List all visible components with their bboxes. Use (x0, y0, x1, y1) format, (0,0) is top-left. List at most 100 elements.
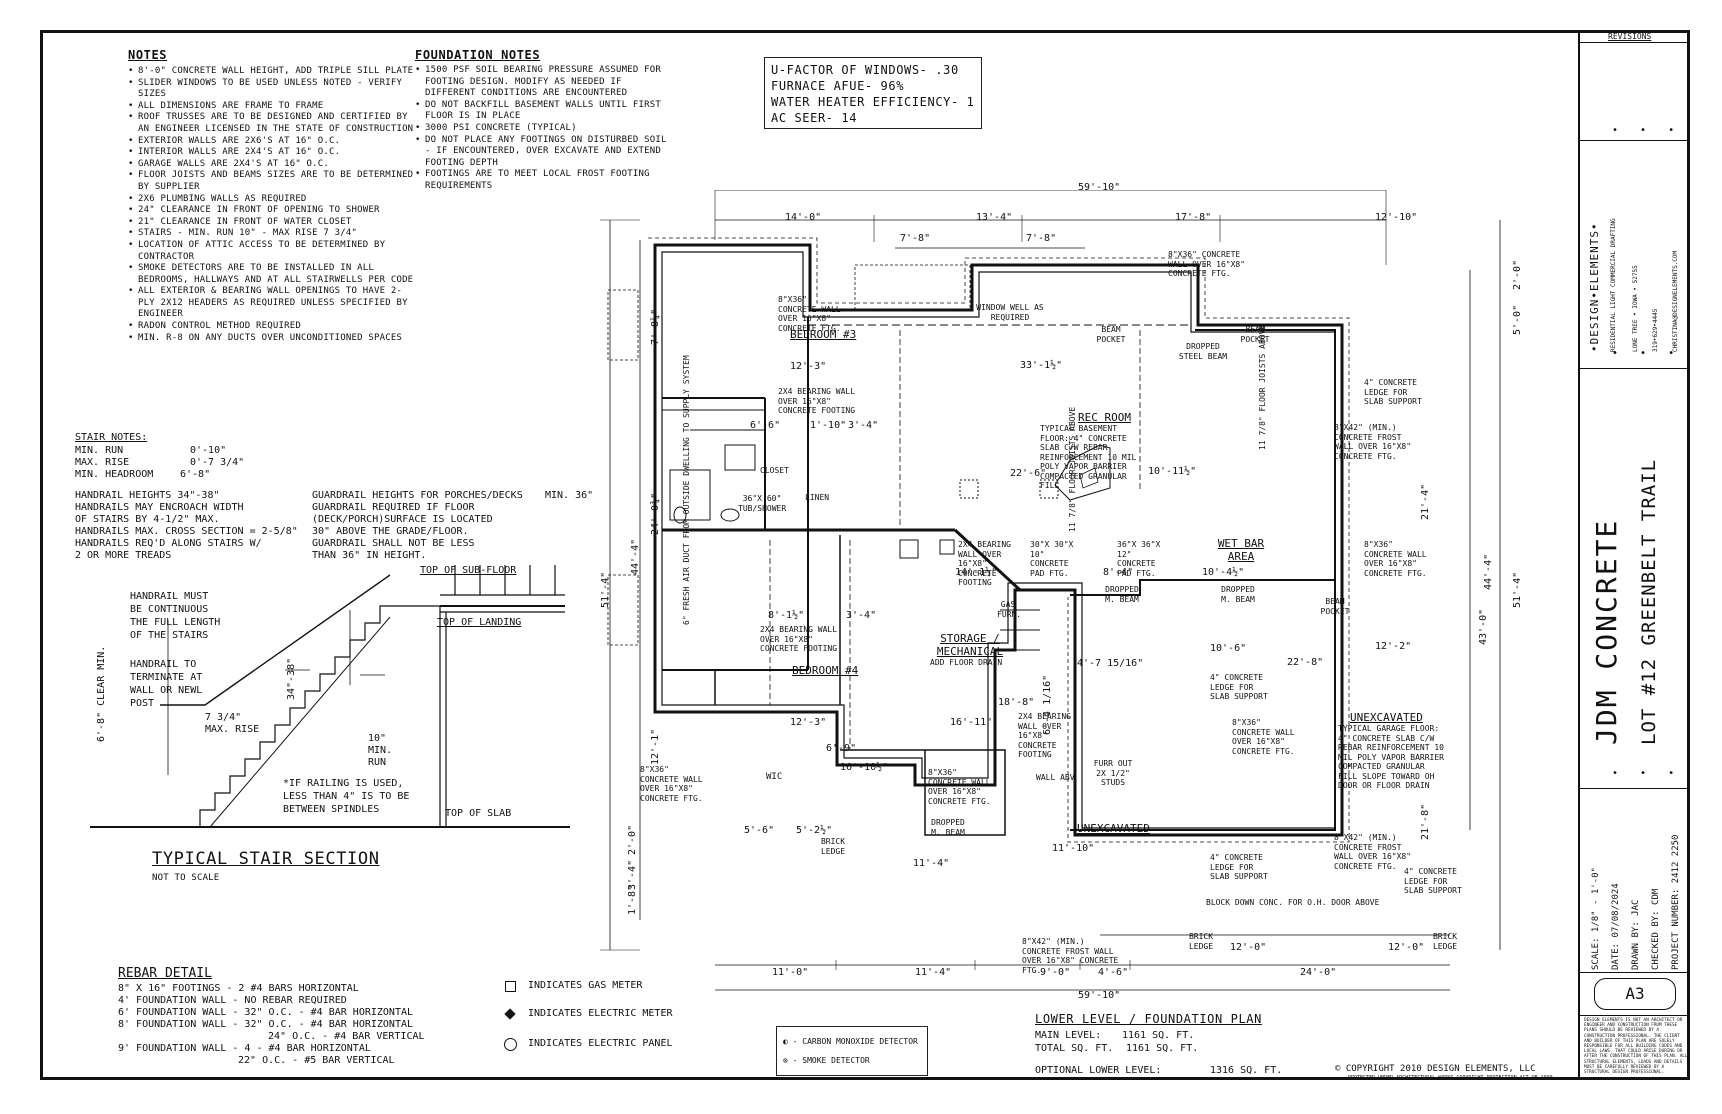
top-sub-floor-label: TOP OF SUB-FLOOR (420, 565, 517, 576)
dim-interior: 10'-11½" (1148, 466, 1197, 477)
top-slab-label: TOP OF SLAB (445, 808, 512, 819)
room-rec-room: REC ROOM (1078, 411, 1131, 424)
plan-title: LOWER LEVEL / FOUNDATION PLAN (1035, 1012, 1262, 1026)
storage-note: ADD FLOOR DRAIN (930, 658, 1003, 667)
firm-city: LONE TREE • IOWA • 52755 (1632, 265, 1639, 352)
electric-meter-legend: INDICATES ELECTRIC METER (528, 1008, 673, 1019)
rebar-line: 4' FOUNDATION WALL - NO REBAR REQUIRED (118, 995, 347, 1006)
footing-note-top: 8"x36" CONCRETE WALL OVER 16"x8" CONCRET… (1168, 250, 1246, 278)
energy-line-3: WATER HEATER EFFICIENCY- 1 (771, 95, 975, 109)
dim-bottom-seg-1: 11'-0" (772, 967, 809, 978)
rebar-line: 8" X 16" FOOTINGS - 2 #4 BARS HORIZONTAL (118, 983, 359, 994)
dim-bottom-seg-3: 9'-0" (1040, 967, 1071, 978)
note-item: SMOKE DETECTORS ARE TO BE INSTALLED IN A… (128, 263, 418, 286)
divider (1580, 1015, 1690, 1016)
dim-left-seg-4: 2'-0" (627, 824, 638, 855)
note-item: FLOOR JOISTS AND BEAMS SIZES ARE TO BE D… (128, 170, 418, 193)
notes-list: 8'-0" CONCRETE WALL HEIGHT, ADD TRIPLE S… (128, 66, 418, 344)
footing-note-storage: 8"x36" CONCRETE WALL OVER 16"x8" CONCRET… (1232, 718, 1295, 756)
foundation-note-item: DO NOT PLACE ANY FOOTINGS ON DISTURBED S… (415, 135, 670, 170)
brick-ledge-3: BRICK LEDGE (1432, 932, 1458, 951)
unexcavated-right-note: TYPICAL GARAGE FLOOR: 4" CONCRETE SLAB c… (1338, 724, 1444, 790)
stair-min-run-value: 0'-10" (190, 445, 227, 456)
bearing-wall-note-bed4: 2x4 BEARING WALL OVER 16"x8" CONCRETE FO… (760, 625, 838, 653)
dim-left-inner: 44'-4" (630, 538, 641, 575)
note-item: ALL EXTERIOR & BEARING WALL OPENINGS TO … (128, 286, 418, 321)
project-lot: LOT #12 GREENBELT TRAIL (1638, 458, 1660, 745)
foundation-note-item: FOOTINGS ARE TO MEET LOCAL FROST FOOTING… (415, 169, 670, 192)
dim-right-inner: 44'-4" (1483, 553, 1494, 590)
notes-heading: NOTES (128, 48, 168, 62)
note-item: EXTERIOR WALLS ARE 2x6'S AT 16" O.C. (128, 136, 418, 148)
energy-line-1: U-FACTOR OF WINDOWS- .30 (771, 63, 959, 77)
bearing-wall-note-rec: 2x4 BEARING WALL OVER 16"x8" CONCRETE FO… (958, 540, 1011, 587)
dim-interior: 6'-6" (750, 420, 781, 431)
dropped-m-beam-2: DROPPED M. BEAM (1221, 585, 1255, 604)
divider (1580, 788, 1690, 789)
max-rise-dimension: 7 3/4" MAX. RISE (205, 712, 260, 735)
dim-interior: 4'-7 15/16" (1077, 658, 1144, 669)
block-down-note: BLOCK DOWN CONC. FOR O.H. DOOR ABOVE (1206, 898, 1380, 907)
dim-interior: 11'-10" (1052, 843, 1095, 854)
brick-ledge-2: BRICK LEDGE (1188, 932, 1214, 951)
bearing-wall-note-storage: 2x4 BEARING WALL OVER 16"x8" CONCRETE FO… (1018, 712, 1071, 759)
footing-note-bottom: 8"x36" CONCRETE WALL OVER 16"x8" CONCRET… (928, 768, 991, 806)
guardrail-note: GUARDRAIL SHALL NOT BE LESS (312, 538, 475, 549)
dim-interior: 22'-6" (1010, 468, 1047, 479)
gas-meter-legend: INDICATES GAS METER (528, 980, 643, 991)
dim-interior: 14'-1½" (955, 567, 998, 578)
note-item: 2x6 PLUMBING WALLS AS REQUIRED (128, 194, 418, 206)
dim-interior: 12'-3" (790, 361, 827, 372)
smoke-detector-legend: ⊗ - SMOKE DETECTOR (783, 1056, 870, 1065)
pad-footing-1: 30"x 30"x 10" CONCRETE PAD FTG. (1030, 540, 1074, 578)
foundation-notes-heading: FOUNDATION NOTES (415, 48, 541, 62)
scale-field: SCALE: 1/8" - 1'-0" (1591, 867, 1601, 970)
clear-min-dimension: 6'-8" CLEAR MIN. (96, 645, 107, 742)
revisions-header (1580, 30, 1690, 43)
optional-lower-value: 1316 SQ. FT. (1210, 1065, 1283, 1076)
co-detector-legend: ◐ - CARBON MONOXIDE DETECTOR (783, 1037, 918, 1046)
disclaimer: DESIGN ELEMENTS IS NOT AN ARCHITECT OR E… (1584, 1018, 1688, 1076)
checked-by-field: CHECKED BY: CDM (1651, 888, 1661, 970)
dim-top-seg-3: 17'-8" (1175, 212, 1212, 223)
rebar-lines: 8" X 16" FOOTINGS - 2 #4 BARS HORIZONTAL… (118, 983, 425, 1067)
dim-left-seg-1: 7'-8¼" (650, 308, 661, 345)
handrail-note: 2 OR MORE TREADS (75, 550, 172, 561)
optional-lower-label: OPTIONAL LOWER LEVEL: (1035, 1065, 1162, 1076)
dropped-m-beam-1: DROPPED M. BEAM (1105, 585, 1139, 604)
room-bedroom-4: BEDROOM #4 (792, 664, 859, 677)
date-field: DATE: 07/08/2024 (1611, 883, 1621, 970)
handrail-must-note: HANDRAIL MUST BE CONTINUOUS THE FULL LEN… (130, 591, 221, 641)
dim-left-seg-3: 12'-1" (650, 728, 661, 765)
gas-furnace-label: GAS FURN. (997, 600, 1022, 619)
dropped-m-beam-3: DROPPED M. BEAM (931, 818, 965, 837)
foundation-note-item: DO NOT BACKFILL BASEMENT WALLS UNTIL FIR… (415, 100, 670, 123)
note-item: SLIDER WINDOWS TO BE USED UNLESS NOTED -… (128, 78, 418, 101)
guardrail-note: 30" ABOVE THE GRADE/FLOOR. (312, 526, 469, 537)
foundation-plan-drawing (600, 190, 1501, 991)
rebar-heading: REBAR DETAIL (118, 966, 212, 981)
handrail-note: HANDRAILS MAX. CROSS SECTION = 2-5/8" (75, 526, 298, 537)
tub-shower-label: 36"x 60" TUB/SHOWER (738, 494, 787, 513)
stair-section-title: TYPICAL STAIR SECTION (152, 849, 380, 869)
stair-max-rise-value: 0'-7 3/4" (190, 457, 245, 468)
foundation-notes-list: 1500 PSF SOIL BEARING PRESSURE ASSUMED F… (415, 65, 670, 193)
dim-interior: 21'-4" (1420, 483, 1431, 520)
stair-min-headroom-label: MIN. HEADROOM (75, 469, 154, 480)
main-level-label: MAIN LEVEL: (1035, 1030, 1102, 1041)
rec-room-note: TYPICAL BASEMENT FLOOR: 4" CONCRETE SLAB… (1040, 424, 1137, 490)
smoke-detector-text: - SMOKE DETECTOR (792, 1056, 870, 1065)
note-item: MIN. R-8 ON ANY DUCTS OVER UNCONDITIONED… (128, 333, 418, 345)
dim-interior: 43'-0" (1478, 608, 1489, 645)
note-item: 24" CLEARANCE IN FRONT OF OPENING TO SHO… (128, 205, 418, 217)
stair-min-headroom-value: 6'-8" (180, 469, 211, 480)
main-level-value: 1161 SQ. FT. (1122, 1030, 1195, 1041)
handrail-note: HANDRAIL HEIGHTS 34"-38" (75, 490, 220, 501)
footing-note-right: 8"x36" CONCRETE WALL OVER 16"x8" CONCRET… (1364, 540, 1427, 578)
brick-ledge-1: BRICK LEDGE (820, 837, 846, 856)
sheet-number: A3 (1594, 978, 1676, 1010)
guardrail-note: THAN 36" IN HEIGHT. (312, 550, 427, 561)
frost-wall-note-2: 8"x42" (MIN.) CONCRETE FROST WALL OVER 1… (1334, 833, 1412, 871)
bearing-wall-note-bed3: 2x4 BEARING WALL OVER 16"x8" CONCRETE FO… (778, 387, 856, 415)
room-unexcavated-right: UNEXCAVATED (1350, 711, 1423, 724)
